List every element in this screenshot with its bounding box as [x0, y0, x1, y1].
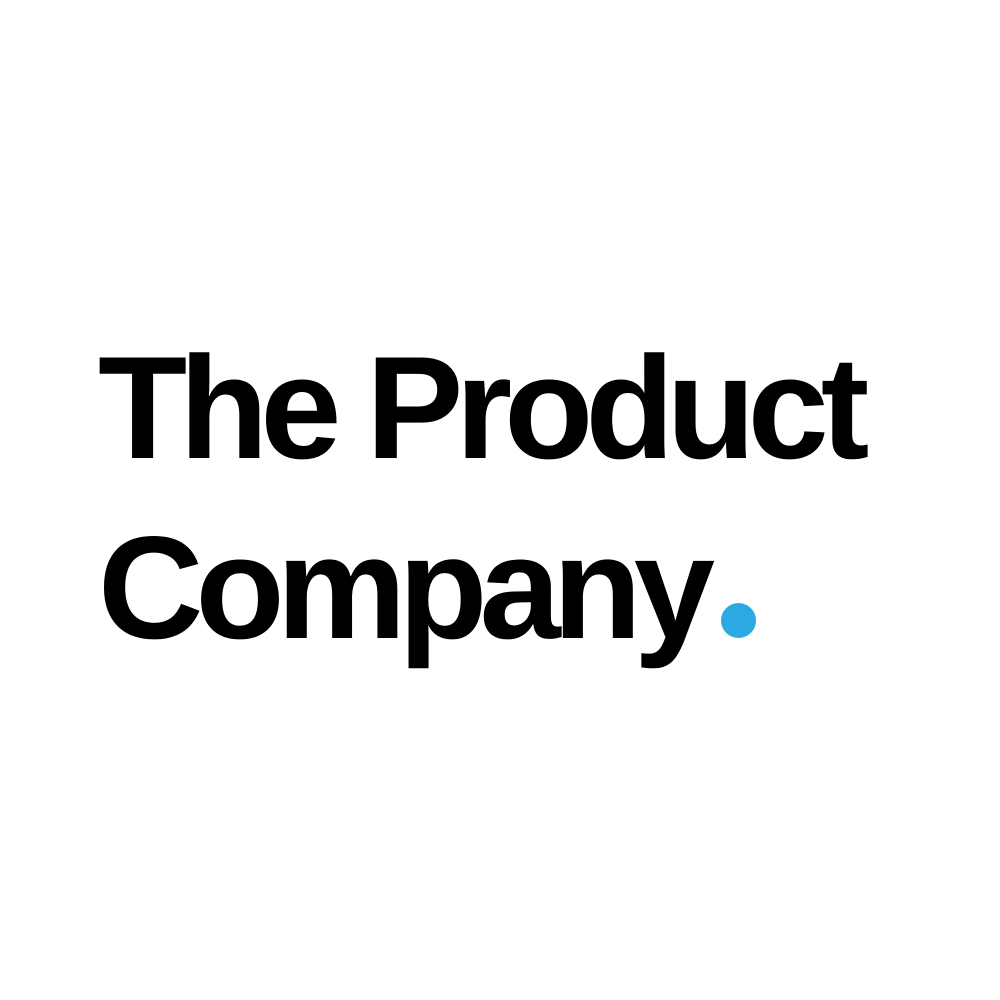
logo-lockup: The Product Company [98, 318, 898, 678]
logo-text-the-product: The Product [98, 326, 869, 489]
accent-dot-container [707, 603, 759, 638]
logo-line-one: The Product [98, 318, 869, 498]
logo-text-company: Company [98, 506, 715, 669]
accent-dot-icon [721, 603, 756, 638]
logo-line-two: Company [98, 498, 759, 678]
